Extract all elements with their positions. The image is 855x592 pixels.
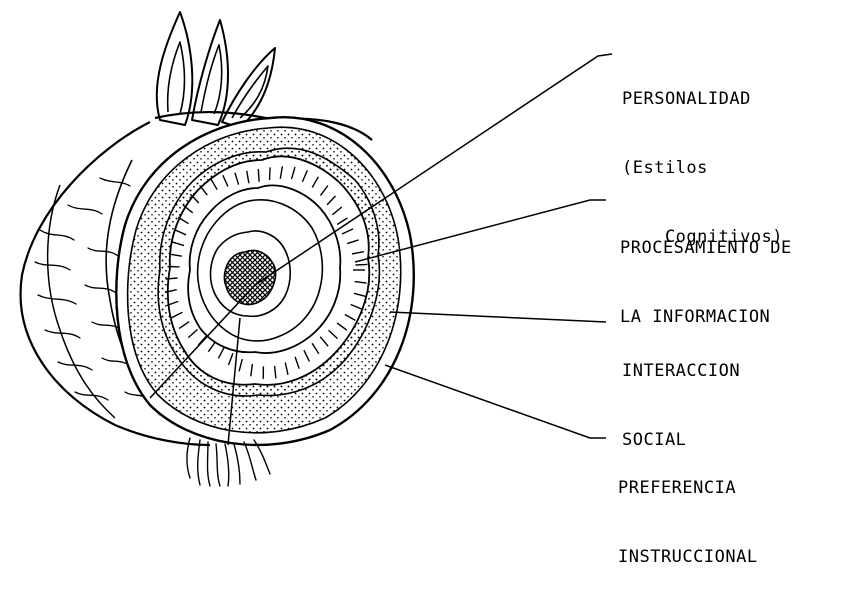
- hatch-stroke: [258, 169, 259, 182]
- core-layers: [198, 200, 323, 341]
- label-procesamiento-line1: PROCESAMIENTO DE: [620, 237, 792, 260]
- onion-leaf-left: [157, 12, 193, 125]
- label-interaccion-line1: INTERACCION: [622, 360, 740, 383]
- hatch-stroke: [356, 264, 368, 265]
- leader-line-interaccion: [390, 312, 606, 322]
- onion-roots: [187, 438, 270, 486]
- onion-leaves: [157, 12, 275, 128]
- label-preferencia-line2: INSTRUCCIONAL: [618, 546, 758, 569]
- hatch-stroke: [270, 167, 271, 180]
- hatch-stroke: [168, 266, 180, 267]
- label-preferencia-line1: PREFERENCIA: [618, 477, 758, 500]
- label-preferencia: PREFERENCIA INSTRUCCIONAL: [618, 431, 758, 592]
- label-personalidad-line2: (Estilos: [622, 157, 783, 180]
- label-personalidad-line1: PERSONALIDAD: [622, 88, 783, 111]
- leader-line-preferencia: [385, 365, 606, 438]
